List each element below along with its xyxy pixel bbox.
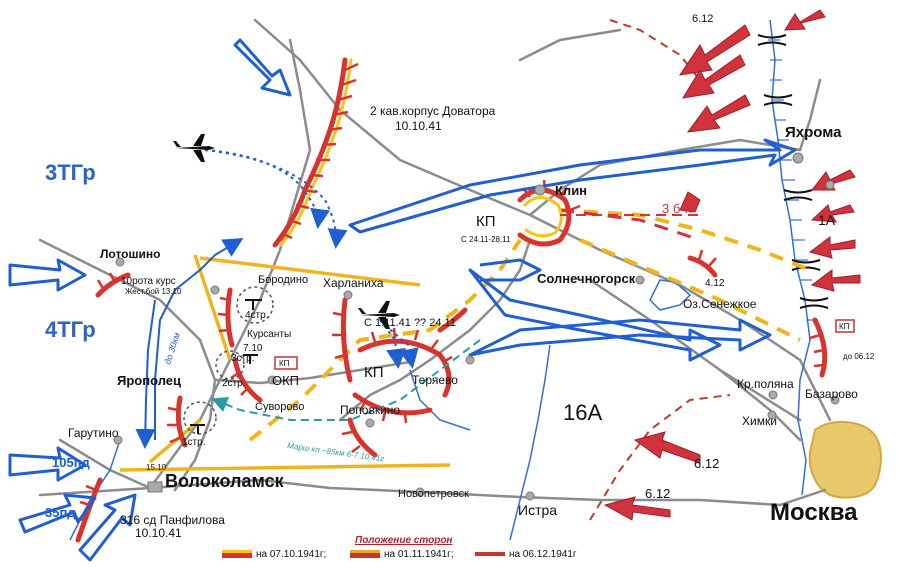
label-710: 7.10: [243, 343, 263, 354]
label-1510: 15.10: [146, 463, 167, 472]
german-lines: [135, 237, 244, 449]
city-garutino: Гарутино: [68, 426, 119, 440]
kp-small: КП: [279, 359, 290, 368]
label-do30km: до 30км: [162, 331, 182, 365]
cav-corps-line2: 10.10.41: [395, 119, 442, 133]
army-1a: 1А: [818, 212, 836, 228]
label-412: 4.12: [705, 278, 725, 289]
label-612-top: 6.12: [692, 13, 713, 25]
cav-corps-line1: 2 кав.корпус Доватора: [370, 104, 496, 118]
city-terayevo: Теряево: [412, 373, 458, 387]
german-arrows: [8, 38, 292, 562]
soviet-defense: [75, 57, 828, 543]
canal-ticks: [768, 39, 818, 321]
label-kursanty: Курсанты: [247, 329, 291, 340]
city-kharlanikha: Харланиха: [323, 276, 384, 290]
front-0612: [589, 19, 731, 521]
settlements: [113, 152, 840, 501]
legend-item-1: на 07.10.1941г;: [222, 549, 326, 560]
company10-line2: Жест.бой 13.10: [125, 287, 182, 296]
dashed-routes: [248, 208, 811, 442]
kp-bazarovo: КП: [839, 322, 850, 331]
legend-item-3: на 06.12.1941г: [475, 549, 577, 560]
kp-center: КП: [364, 364, 384, 381]
legend-label-1: на 07.10.1941г;: [256, 549, 326, 560]
city-lotoshino: Лотошино: [100, 247, 160, 261]
bridge-marks: [757, 34, 829, 309]
position-circles: [183, 286, 274, 435]
kp-klin: КП: [476, 213, 496, 230]
unit-105pd: 105пд: [52, 455, 91, 470]
airplane-icon: [173, 134, 215, 162]
kp-date-1: С 1.11.41 ?? 24.11: [364, 317, 456, 329]
army-4tgr: 4ТГр: [45, 317, 96, 342]
unit-35pd: 35пд: [45, 505, 76, 520]
city-kr-polyana: Кр.поляна: [737, 377, 794, 391]
legend-title: Положение сторон: [355, 535, 452, 546]
label-612-bottom: 6.12: [645, 486, 670, 501]
city-solnechnogorsk: Солнечногорск: [537, 271, 636, 286]
label-3str: 3стр.: [231, 353, 254, 364]
unit-symbols: [190, 299, 262, 434]
legend-label-2: на 01.11.1941г;: [384, 549, 454, 560]
army-16a: 16А: [563, 400, 602, 425]
army-3tgr: 3ТГр: [45, 160, 96, 185]
label-4str: 4стр.: [245, 310, 268, 321]
label-3bn: 3 б-н: [662, 201, 692, 216]
lake-senezhskoe: Оз.Сенежкое: [683, 297, 757, 311]
legend: Положение сторон на 07.10.1941г; на 01.1…: [222, 535, 577, 560]
label-612-mid: 6.12: [694, 456, 719, 471]
div316-line2: 10.10.41: [135, 526, 182, 540]
city-povovkino: Поповкино: [340, 403, 400, 417]
kp-bazarovo-date: до 06.12: [843, 352, 875, 361]
march-route: [211, 339, 481, 421]
label-march-kp: Марш кп ~85км 6-7.10.41г: [287, 441, 385, 464]
city-istra: Истра: [518, 502, 557, 518]
city-novopetrovsk: Новопетровск: [398, 488, 469, 500]
city-borodino: Бородино: [258, 274, 308, 286]
city-suvorovo: Суворово: [255, 401, 304, 413]
city-klin: Клин: [555, 183, 587, 198]
defense-ticks: [73, 62, 825, 522]
city-volokolamsk: Волоколамск: [165, 471, 285, 491]
german-thrusts: [348, 138, 797, 362]
okp: ОКП: [272, 373, 299, 388]
company10-line1: 10рота курс: [121, 276, 176, 287]
div316-line1: 316 сд Панфилова: [120, 513, 225, 527]
kp-klin-dates: С 24.11-28.11: [461, 235, 511, 244]
city-yaropolets: Ярополец: [117, 373, 181, 388]
airplane-icon-2: [358, 301, 400, 329]
city-yakhroma: Яхрома: [785, 124, 842, 141]
soviet-attack-arrows: [603, 9, 861, 521]
label-1str: 1стр.: [182, 437, 205, 448]
kp-boxes: [274, 319, 855, 370]
legend-label-3: на 06.12.1941г: [509, 549, 577, 560]
legend-item-2: на 01.11.1941г;: [350, 549, 454, 560]
city-moskva: Москва: [770, 499, 858, 526]
city-bazarovo: Базарово: [805, 387, 858, 401]
label-2str: 2стр.: [222, 378, 245, 389]
moskva-area: [808, 420, 882, 499]
city-khimki: Химки: [742, 414, 777, 428]
